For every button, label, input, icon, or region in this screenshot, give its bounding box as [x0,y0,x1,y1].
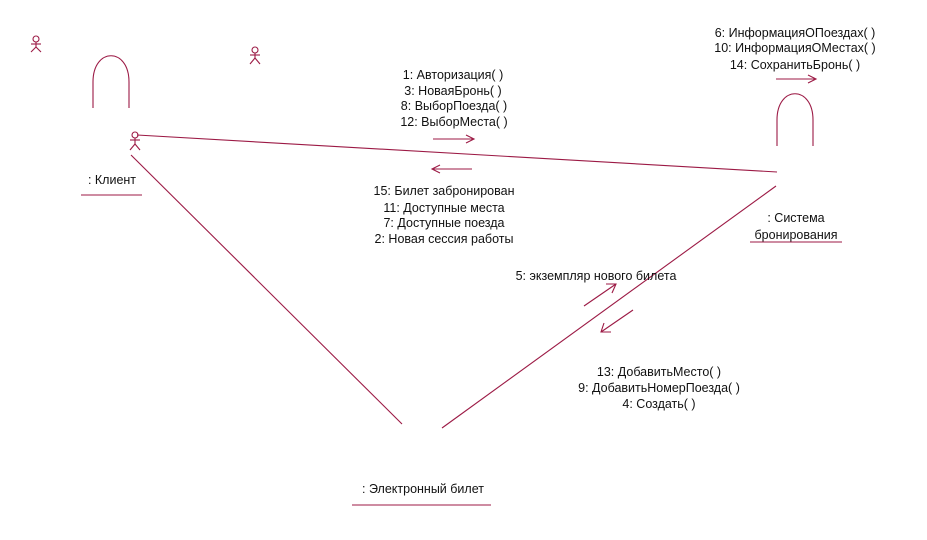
system-self-messages: 6: ИнформацияОПоездах( ) 10: ИнформацияО… [714,26,875,72]
link-client-system [136,134,778,173]
ticket-label: : Электронный билет [362,482,484,496]
message-label: 7: Доступные поезда [383,216,504,230]
message-label: 6: ИнформацияОПоездах( ) [715,26,876,40]
actor-icon [249,46,261,65]
booking-system-label-line1: : Система [767,211,824,225]
arrow-ticket-to-system [583,283,617,307]
message-label: 2: Новая сессия работы [375,232,514,246]
message-label: 12: ВыборМеста( ) [400,115,507,129]
system-to-client-messages: 15: Билет забронирован 11: Доступные мес… [374,184,515,246]
link-system-ticket [441,185,777,429]
client-self-link-arc [92,55,130,108]
message-label: 13: ДобавитьМесто( ) [597,365,721,379]
message-label: 10: ИнформацияОМестах( ) [714,41,875,55]
system-self-link-arc [776,93,814,146]
ticket-to-system-messages: 5: экземпляр нового билета [516,269,677,283]
arrow-system-self [776,74,818,84]
ticket-object[interactable]: : Электронный билет [352,482,491,506]
booking-system-label-line2: бронирования [755,228,838,242]
arrow-system-to-client [430,164,472,174]
message-label: 11: Доступные места [383,201,504,215]
message-label: 8: ВыборПоезда( ) [401,99,507,113]
message-label: 1: Авторизация( ) [403,68,503,82]
arrow-system-to-ticket [600,309,634,333]
client-label: : Клиент [88,173,136,187]
system-to-ticket-messages: 13: ДобавитьМесто( ) 9: ДобавитьНомерПое… [578,365,740,411]
link-client-ticket [130,154,403,425]
arrow-client-to-system [433,134,476,144]
message-label: 4: Создать( ) [622,397,695,411]
client-to-system-messages: 1: Авторизация( ) 3: НоваяБронь( ) 8: Вы… [400,68,507,129]
message-label: 15: Билет забронирован [374,184,515,198]
message-label: 14: СохранитьБронь( ) [730,58,860,72]
message-label: 9: ДобавитьНомерПоезда( ) [578,381,740,395]
client-object[interactable]: : Клиент [81,173,142,196]
message-label: 5: экземпляр нового билета [516,269,677,283]
message-label: 3: НоваяБронь( ) [404,84,501,98]
actor-icon [30,35,42,53]
booking-system-object[interactable]: : Система бронирования [750,211,842,243]
